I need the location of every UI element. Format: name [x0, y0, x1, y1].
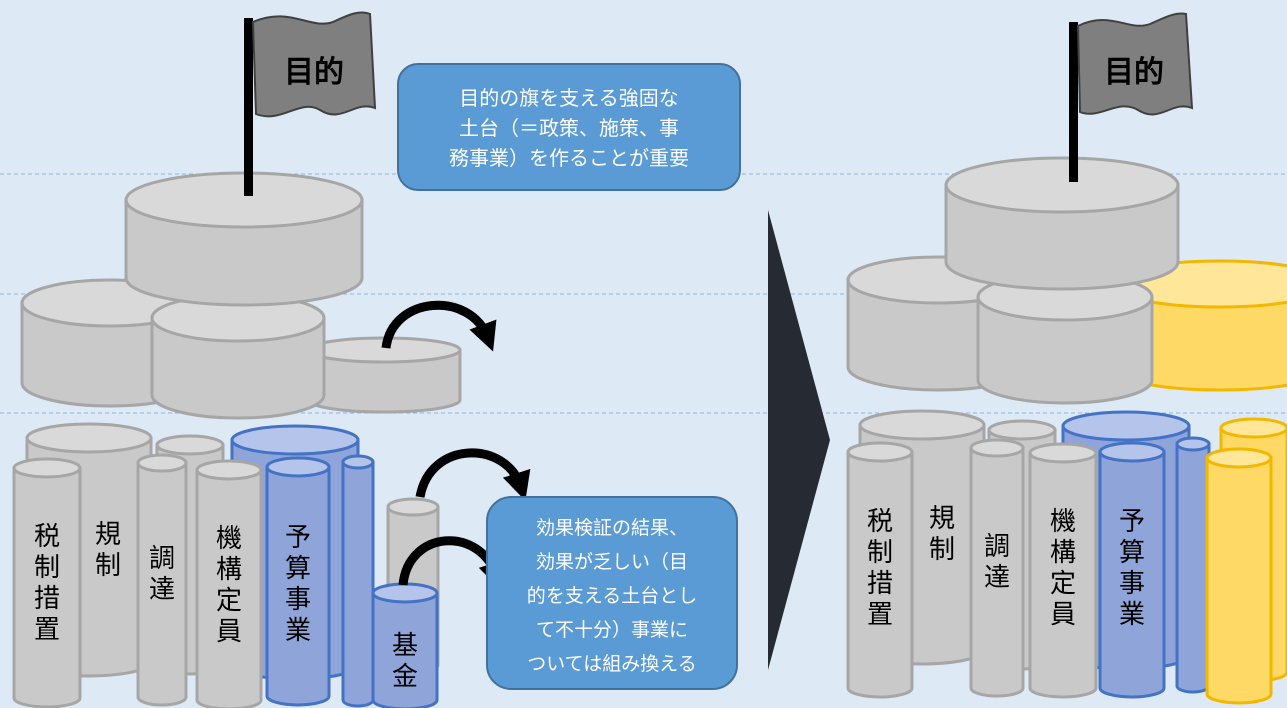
label-tax-char: 税 — [34, 522, 60, 552]
r-label-organization-char: 構 — [1050, 538, 1076, 568]
pillar-fund — [371, 582, 439, 708]
r-label-organization-char: 定 — [1050, 569, 1076, 599]
label-budget: 予算事業 — [285, 523, 311, 646]
r-label-regulation: 規制 — [929, 504, 955, 565]
r-label-procurement-char: 調 — [984, 532, 1010, 562]
pillar-thin-blue — [341, 454, 375, 708]
label-tax-char: 置 — [34, 615, 60, 645]
pillar-budget — [265, 456, 331, 707]
label-tax: 税制措置 — [34, 522, 60, 645]
callout-line: て不十分）事業に — [536, 619, 688, 641]
left-stack: 目的 — [12, 11, 531, 708]
r-label-tax-char: 置 — [867, 600, 893, 630]
r-pillar-tax — [846, 441, 914, 699]
r-label-budget-char: 事 — [1119, 569, 1145, 599]
label-regulation-char: 規 — [95, 520, 121, 550]
callout-line: 効果が乏しい（目 — [536, 551, 688, 573]
transition-arrow — [768, 210, 830, 670]
r-top-disk — [944, 156, 1180, 291]
label-budget-char: 予 — [285, 523, 311, 553]
flag-label: 目的 — [284, 55, 344, 90]
label-fund-char: 金 — [392, 662, 418, 692]
r-pillar-procurement — [969, 438, 1025, 698]
label-procurement: 調達 — [149, 544, 175, 605]
label-budget-char: 算 — [285, 554, 311, 584]
label-organization-char: 員 — [216, 617, 242, 647]
r-flag: 目的 — [1069, 12, 1194, 182]
callout-top-text: 目的の旗を支える強固な土台（＝政策、施策、事務事業）を作ることが重要 — [449, 86, 689, 170]
callout-line: ついては組み換える — [527, 653, 696, 675]
pillar-organization — [195, 459, 263, 708]
label-organization-char: 定 — [216, 586, 242, 616]
label-tax-char: 制 — [34, 553, 60, 583]
r-label-procurement: 調達 — [984, 532, 1010, 593]
label-tax-char: 措 — [34, 584, 60, 614]
label-fund: 基金 — [392, 631, 418, 692]
label-regulation-char: 制 — [95, 551, 121, 581]
callout-line: 効果検証の結果、 — [536, 517, 688, 539]
label-budget-char: 事 — [285, 585, 311, 615]
r-label-organization-char: 機 — [1050, 507, 1076, 537]
label-organization-char: 構 — [216, 555, 242, 585]
flag: 目的 — [244, 11, 377, 196]
pillar-tax — [12, 457, 82, 708]
r-label-organization-char: 員 — [1050, 600, 1076, 630]
r-label-tax-char: 制 — [867, 538, 893, 568]
label-budget-char: 業 — [285, 616, 311, 646]
top-disk — [124, 171, 364, 307]
r-label-budget-char: 算 — [1119, 538, 1145, 568]
right-stack: 目的 — [846, 12, 1287, 705]
r-label-tax: 税制措置 — [867, 507, 893, 630]
callout-line: 務事業）を作ることが重要 — [449, 146, 689, 170]
r-label-regulation-char: 制 — [929, 535, 955, 565]
r-pillar-organization — [1028, 442, 1098, 699]
label-organization: 機構定員 — [216, 524, 242, 647]
r-label-regulation-char: 規 — [929, 504, 955, 534]
callout-line: 目的の旗を支える強固な — [459, 86, 678, 110]
middle-disk-small — [306, 336, 462, 414]
label-procurement-char: 調 — [149, 544, 175, 574]
r-middle-center — [976, 272, 1154, 405]
r-pillar-budget — [1098, 441, 1166, 699]
curved-arrow-1 — [381, 300, 497, 352]
pillar-procurement — [136, 453, 188, 707]
middle-disk-center — [150, 293, 326, 420]
callout-line: 的を支える土台とし — [527, 585, 697, 607]
r-label-tax-char: 税 — [867, 507, 893, 537]
callout-top: 目的の旗を支える強固な土台（＝政策、施策、事務事業）を作ることが重要 — [397, 63, 741, 191]
r-label-budget: 予算事業 — [1119, 507, 1145, 630]
r-label-procurement-char: 達 — [984, 563, 1010, 593]
curved-arrow-2 — [415, 448, 531, 501]
r-label-tax-char: 措 — [867, 569, 893, 599]
label-fund-char: 基 — [392, 631, 418, 661]
r-flag-label: 目的 — [1104, 55, 1164, 90]
label-regulation: 規制 — [95, 520, 121, 581]
r-pillar-thin-blue — [1175, 436, 1211, 694]
r-pillar-yellow-front — [1205, 447, 1273, 705]
callout-bottom-text: 効果検証の結果、効果が乏しい（目的を支える土台として不十分）事業については組み換… — [527, 517, 697, 675]
callout-line: 土台（＝政策、施策、事 — [459, 116, 679, 140]
r-label-organization: 機構定員 — [1050, 507, 1076, 630]
r-label-budget-char: 業 — [1119, 600, 1145, 630]
r-label-budget-char: 予 — [1119, 507, 1145, 537]
label-organization-char: 機 — [216, 524, 242, 554]
callout-bottom: 効果検証の結果、効果が乏しい（目的を支える土台として不十分）事業については組み換… — [486, 496, 738, 690]
label-procurement-char: 達 — [149, 575, 175, 605]
